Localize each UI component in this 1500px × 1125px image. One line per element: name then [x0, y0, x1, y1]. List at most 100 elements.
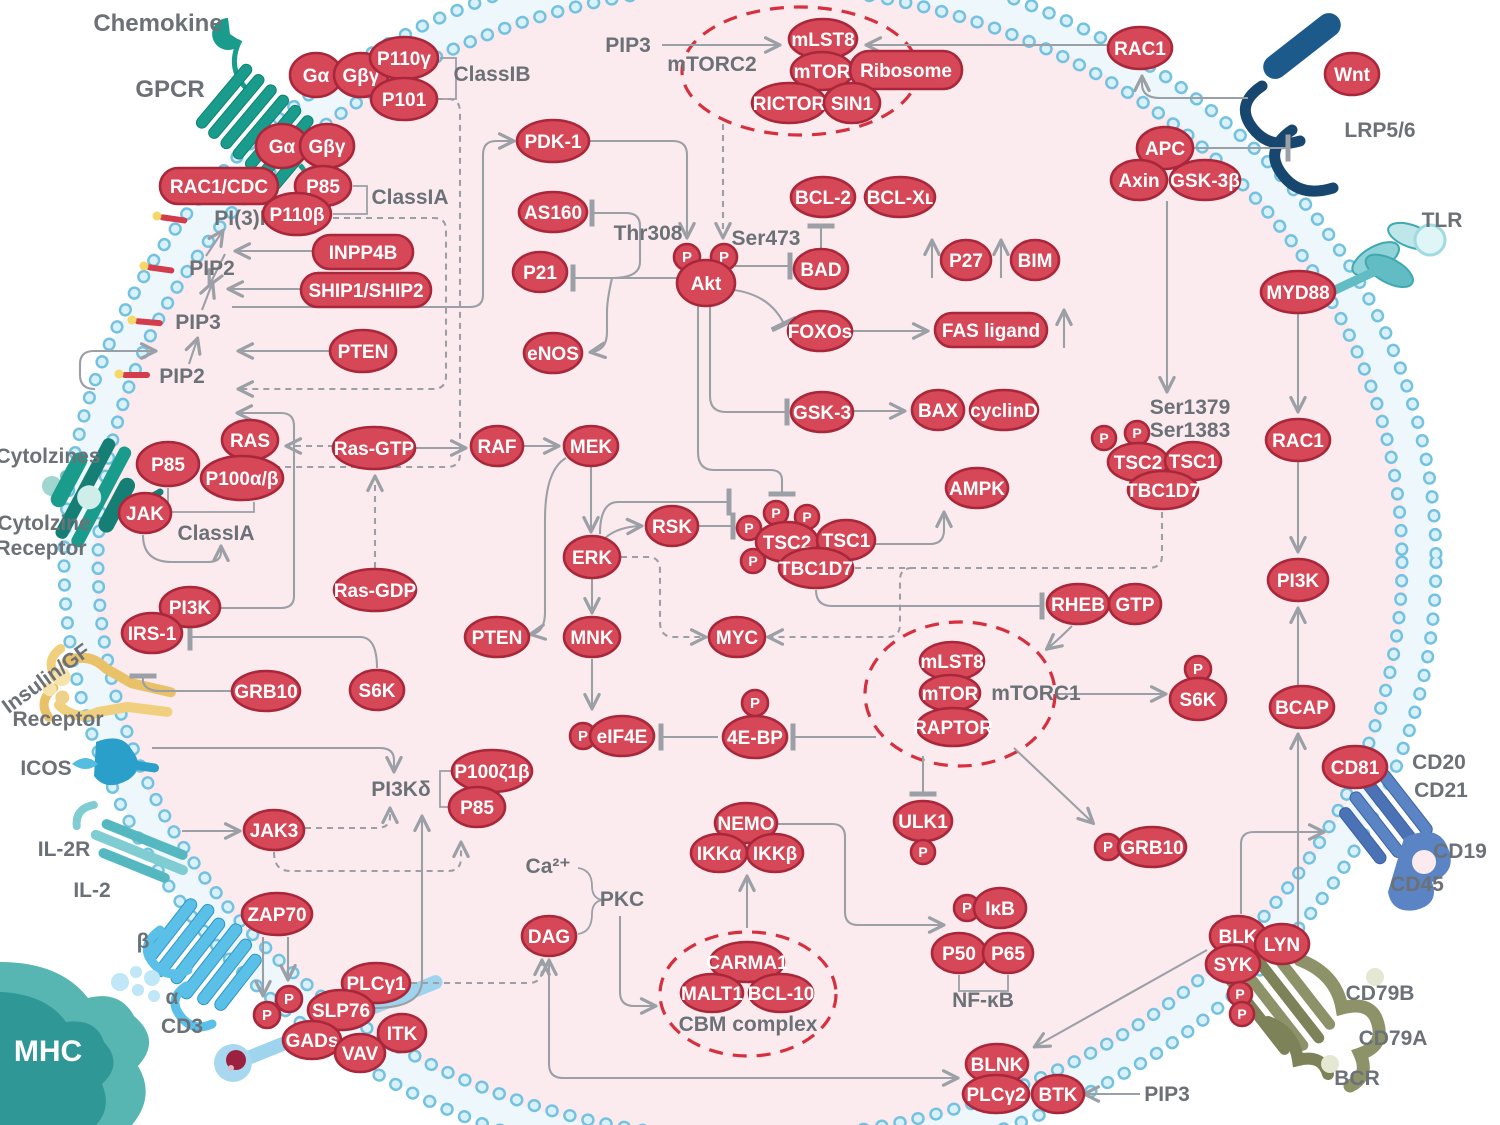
node-cyclind[interactable]: cyclinD [968, 388, 1040, 432]
node-irs1[interactable]: IRS-1 [120, 611, 184, 655]
node-ga2[interactable]: Gα [254, 122, 310, 170]
node-jak3[interactable]: JAK3 [242, 808, 306, 852]
node-foxos[interactable]: FOXOs [786, 309, 854, 353]
node-gads[interactable]: GADs [281, 1019, 343, 1061]
node-zap70-p2[interactable]: P [274, 984, 304, 1014]
node-rsk[interactable]: RSK [644, 504, 700, 548]
node-tscr-p2[interactable]: P [1123, 419, 1151, 447]
node-inpp4b[interactable]: INPP4B [311, 233, 415, 271]
node-ras[interactable]: RAS [220, 418, 280, 462]
node-bax[interactable]: BAX [910, 388, 966, 432]
node-p27[interactable]: P27 [939, 238, 993, 282]
node-mnk[interactable]: MNK [562, 615, 622, 659]
node-blnk[interactable]: BLNK [964, 1042, 1030, 1086]
node-plcg1[interactable]: PLCγ1 [340, 961, 412, 1005]
node-syk-p2[interactable]: P [1228, 1000, 1256, 1028]
node-ampk[interactable]: AMPK [944, 466, 1010, 510]
node-dag[interactable]: DAG [520, 914, 578, 958]
node-fas-ligand[interactable]: FAS ligand [933, 311, 1049, 349]
node-lyn[interactable]: LYN [1253, 922, 1311, 966]
node-ulk1-p[interactable]: P [909, 838, 937, 866]
node-enos[interactable]: eNOS [522, 331, 584, 375]
node-tsc-p4[interactable]: P [739, 547, 767, 575]
node-ikkb[interactable]: IKKβ [745, 832, 805, 874]
node-axin[interactable]: Axin [1109, 158, 1169, 202]
node-p110b[interactable]: P110β [261, 191, 333, 237]
node-cd81[interactable]: CD81 [1321, 744, 1389, 790]
node-raf[interactable]: RAF [469, 424, 525, 468]
node-p65[interactable]: P65 [981, 931, 1035, 975]
node-carma1[interactable]: CARMA1 [706, 940, 788, 984]
node-p50[interactable]: P50 [930, 931, 988, 975]
node-gsk3[interactable]: GSK-3 [789, 390, 855, 434]
node-rac1cdc[interactable]: RAC1/CDC [158, 166, 280, 206]
node-jak[interactable]: JAK [117, 491, 173, 535]
node-p110g[interactable]: P110γ [368, 35, 440, 81]
node-zap70[interactable]: ZAP70 [240, 891, 314, 937]
node-bclxl[interactable]: BCL-Xʟ [863, 175, 937, 219]
node-mek[interactable]: MEK [562, 424, 620, 468]
node-mtor-mtorc1[interactable]: mTOR [918, 673, 982, 713]
node-eif4e[interactable]: eIF4E [588, 714, 656, 758]
node-s6k-left[interactable]: S6K [348, 668, 406, 712]
node-sin1[interactable]: SIN1 [822, 81, 882, 125]
node-erk[interactable]: ERK [562, 534, 622, 580]
node-pi3k-left[interactable]: PI3K [158, 585, 222, 629]
node-mlst8-mtorc2[interactable]: mLST8 [787, 17, 859, 61]
node-ikka[interactable]: IKKα [689, 832, 749, 874]
node-bim[interactable]: BIM [1009, 238, 1061, 282]
node-zap70-p1[interactable]: P [252, 1000, 282, 1030]
node-ulk1[interactable]: ULK1 [892, 799, 954, 843]
node-raptor[interactable]: RAPTOR [913, 706, 993, 748]
node-wnt[interactable]: Wnt [1323, 51, 1381, 97]
node-ribosome[interactable]: Ribosome [848, 49, 964, 91]
node-rac1-top[interactable]: RAC1 [1106, 25, 1174, 71]
node-vav[interactable]: VAV [333, 1032, 387, 1074]
node-bcap[interactable]: BCAP [1268, 684, 1336, 730]
node-4ebp[interactable]: 4E-BP [721, 714, 789, 760]
node-bcl10[interactable]: BCL-10 [747, 972, 815, 1014]
node-s6k-p[interactable]: P [1183, 654, 1213, 684]
node-apc[interactable]: APC [1135, 125, 1195, 171]
node-myc[interactable]: MYC [707, 615, 767, 659]
node-p85-delta[interactable]: P85 [447, 785, 507, 829]
node-ga1[interactable]: Gα [288, 51, 344, 99]
node-tsc-p3[interactable]: P [735, 514, 763, 542]
node-syk[interactable]: SYK [1204, 943, 1262, 985]
node-tbc1d7-right[interactable]: TBC1D7 [1126, 469, 1200, 511]
node-akt[interactable]: Akt [675, 258, 737, 308]
node-malt1[interactable]: MALT1 [679, 972, 745, 1014]
node-p101[interactable]: P101 [369, 76, 439, 122]
node-plcg2[interactable]: PLCγ2 [961, 1073, 1031, 1115]
node-nemo[interactable]: NEMO [713, 801, 779, 845]
node-ship[interactable]: SHIP1/SHIP2 [299, 271, 433, 309]
node-bad[interactable]: BAD [792, 247, 850, 291]
node-p100ab[interactable]: P100α/β [199, 454, 285, 502]
node-rac1-right[interactable]: RAC1 [1264, 417, 1332, 463]
node-ras-gdp[interactable]: Ras-GDP [332, 567, 418, 613]
node-ras-gtp[interactable]: Ras-GTP [331, 425, 417, 471]
node-tscr-p1[interactable]: P [1090, 424, 1118, 452]
node-4ebp-p[interactable]: P [740, 688, 770, 718]
node-ikb[interactable]: IκB [972, 886, 1028, 930]
node-btk[interactable]: BTK [1030, 1073, 1086, 1115]
node-gbg2[interactable]: Gβγ [298, 122, 356, 170]
node-myd88[interactable]: MYD88 [1259, 269, 1337, 315]
node-p85-classia[interactable]: P85 [135, 440, 201, 488]
node-pten1[interactable]: PTEN [328, 328, 398, 374]
node-gsk3b[interactable]: GSK-3β [1168, 158, 1242, 202]
node-grb10-right[interactable]: GRB10 [1116, 825, 1188, 869]
node-pdk1[interactable]: PDK-1 [515, 118, 591, 164]
node-itk[interactable]: ITK [376, 1012, 428, 1054]
node-grb10-left[interactable]: GRB10 [230, 669, 302, 713]
node-p21[interactable]: P21 [511, 250, 569, 294]
node-pten2[interactable]: PTEN [463, 615, 531, 659]
node-gtp[interactable]: GTP [1107, 582, 1163, 626]
node-as160[interactable]: AS160 [517, 190, 589, 234]
node-p100z1b[interactable]: P100ζ1β [450, 748, 534, 794]
node-pi3k-right[interactable]: PI3K [1266, 557, 1330, 603]
node-rictor[interactable]: RICTOR [750, 81, 828, 125]
node-bcl2[interactable]: BCL-2 [789, 175, 857, 219]
node-s6k-right[interactable]: S6K [1168, 676, 1228, 722]
node-rheb[interactable]: RHEB [1045, 582, 1111, 626]
